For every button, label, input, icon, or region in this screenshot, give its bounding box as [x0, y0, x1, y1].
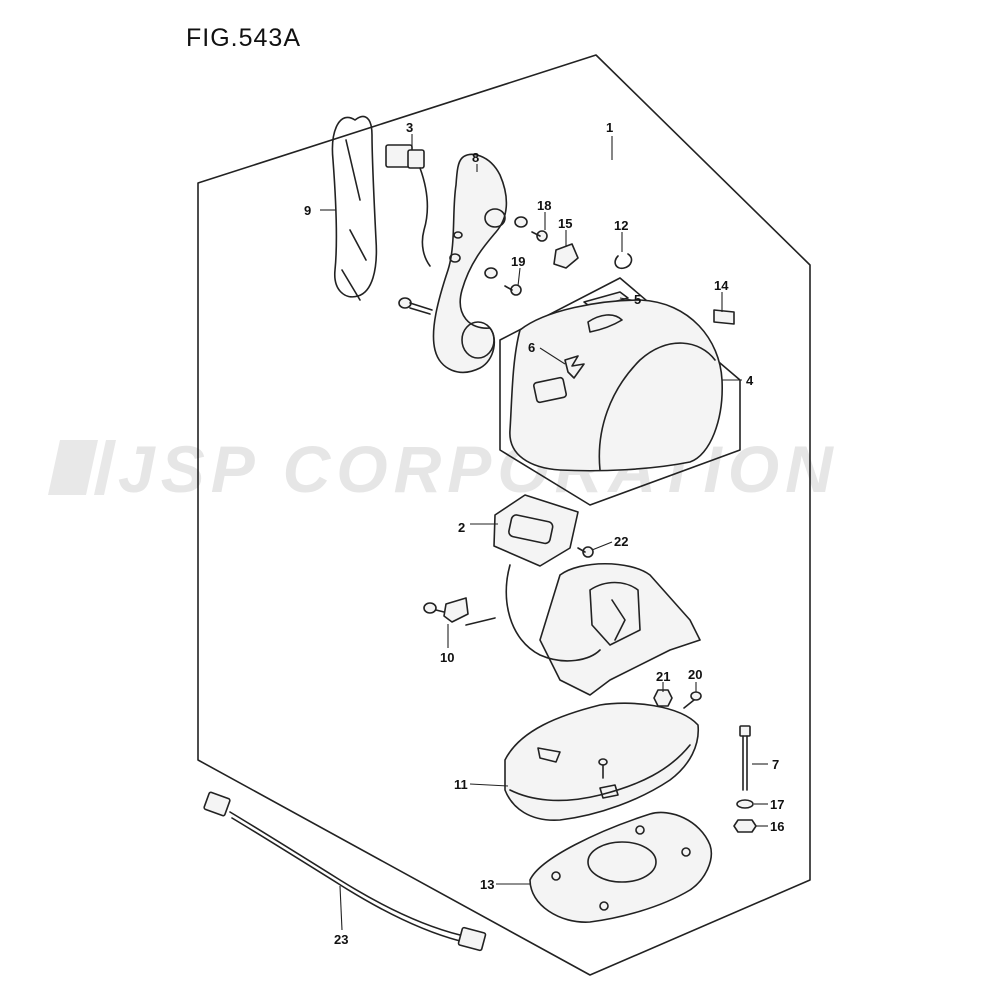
callout-1: 1	[606, 120, 613, 135]
callout-10: 10	[440, 650, 454, 665]
callout-7: 7	[772, 757, 779, 772]
callout-8: 8	[472, 150, 479, 165]
cover-group-outline	[499, 277, 741, 506]
part-6-emblem	[564, 355, 585, 379]
callout-23: 23	[334, 932, 348, 947]
figure-title: FIG.543A	[186, 24, 301, 52]
assembly-outline	[197, 54, 811, 976]
part-21-nut	[653, 689, 673, 707]
callout-5: 5	[634, 292, 641, 307]
part-14-plate	[713, 309, 735, 325]
part-16-nut	[733, 819, 757, 833]
callout-21: 21	[656, 669, 670, 684]
part-15-cap	[553, 243, 579, 269]
part-20-bolt	[683, 691, 702, 709]
callout-16: 16	[770, 819, 784, 834]
watermark-logo-icon	[48, 440, 116, 495]
part-switch-wire	[505, 564, 601, 662]
callout-12: 12	[614, 218, 628, 233]
part-11-lower-housing	[504, 702, 700, 821]
callout-15: 15	[558, 216, 572, 231]
part-7-long-bolt	[739, 725, 751, 791]
watermark-text: JSP CORPORATION	[118, 432, 839, 506]
part-18-bolt	[514, 216, 548, 242]
callout-6: 6	[528, 340, 535, 355]
part-13-gasket	[529, 811, 712, 923]
part-4-cover	[509, 299, 723, 472]
watermark: JSP CORPORATION	[48, 432, 839, 506]
part-8-control-handle	[432, 153, 508, 374]
part-19-bolt	[484, 267, 522, 296]
callout-17: 17	[770, 797, 784, 812]
leader-lines	[320, 134, 768, 931]
callout-22: 22	[614, 534, 628, 549]
part-22-screw	[577, 546, 594, 558]
part-3-connector	[385, 144, 431, 267]
part-23-wire-harness	[203, 791, 487, 952]
part-handle-screw	[398, 297, 433, 315]
callout-4: 4	[746, 373, 754, 388]
part-12-clip	[614, 253, 633, 270]
part-17-washer	[736, 799, 754, 809]
callout-20: 20	[688, 667, 702, 682]
part-mechanism-body	[539, 562, 701, 696]
callout-2: 2	[458, 520, 465, 535]
part-10-bracket	[423, 597, 496, 626]
callout-19: 19	[511, 254, 525, 269]
callout-18: 18	[537, 198, 551, 213]
part-2-switch	[493, 494, 579, 567]
callout-13: 13	[480, 877, 494, 892]
callout-11: 11	[454, 777, 468, 792]
part-9-harness-loop	[331, 115, 378, 301]
callout-14: 14	[714, 278, 729, 293]
callout-9: 9	[304, 203, 311, 218]
callout-3: 3	[406, 120, 413, 135]
callout-labels: 1 2 3 4 5 6 7 8 9 10 11 12 13 14 15 16 1…	[304, 120, 784, 947]
